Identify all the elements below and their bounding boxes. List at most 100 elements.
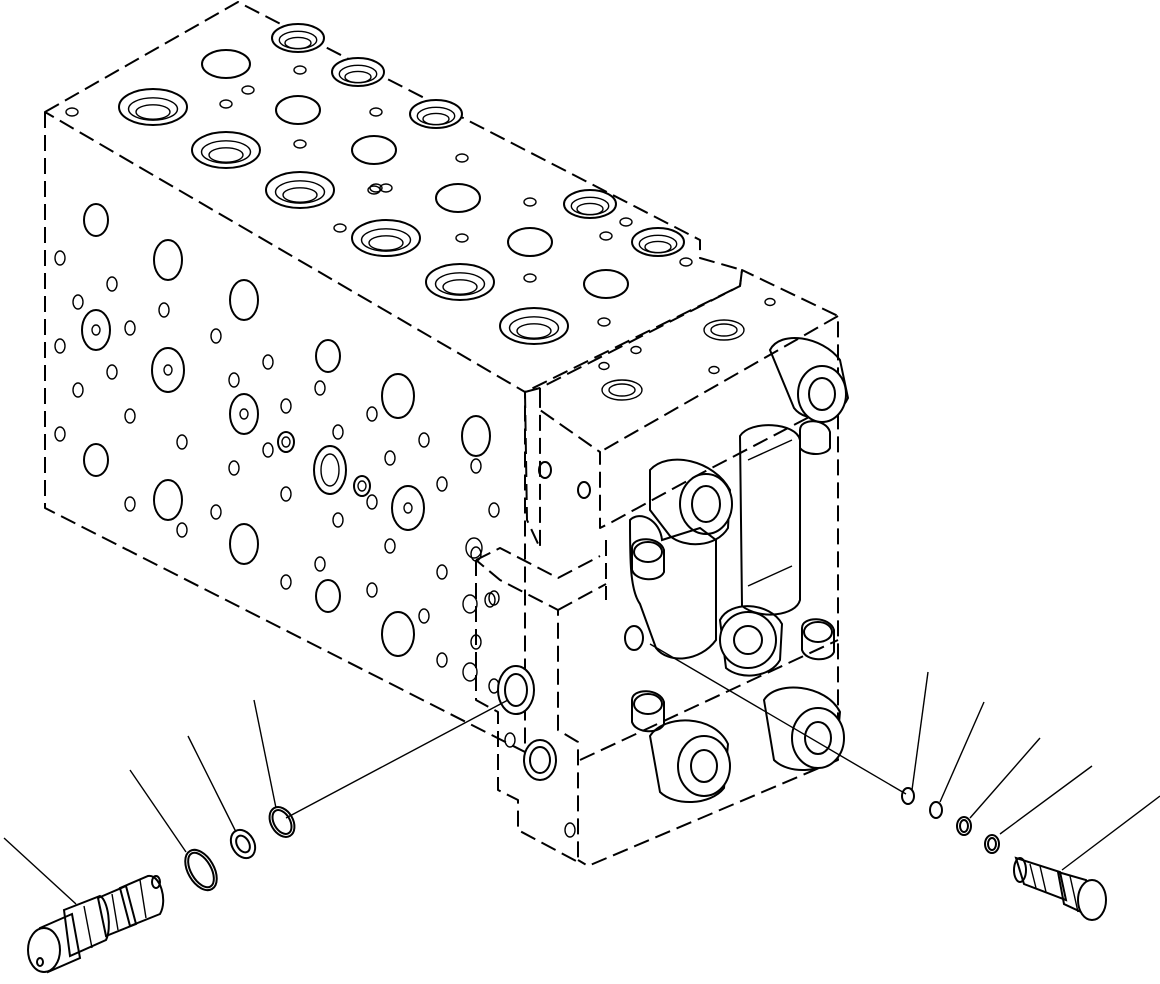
boss-lower-right [791,707,845,769]
o-ring-small-left [268,806,296,838]
counterbored-port [118,88,188,126]
counterbored-port [191,131,261,169]
top-port [507,227,553,257]
block-top-face [44,1,743,393]
pilot-hole [369,183,383,193]
side-small-hole [384,538,396,554]
side-small-hole [124,408,136,424]
side-small-hole [262,442,274,458]
side-port [83,443,109,477]
side-small-hole [436,476,448,492]
side-small-hole [384,450,396,466]
pilot-hole [455,153,469,163]
pilot-hole [369,107,383,117]
pilot-hole [367,185,381,195]
left-face-ports [54,203,500,694]
pilot-hole [679,257,693,267]
side-small-hole [124,496,136,512]
pilot-hole [219,99,233,109]
main-valve-block [44,1,839,867]
side-small-hole [106,276,118,292]
top-port [275,95,321,125]
side-small-hole [332,424,344,440]
side-small-hole [228,372,240,388]
counterbored-port [425,263,495,301]
pilot-hole [333,223,347,233]
side-small-hole [470,458,482,474]
side-small-hole [332,512,344,528]
side-small-hole [176,522,188,538]
pin-set [538,420,835,733]
side-small-hole [54,250,66,266]
side-small-hole [72,382,84,398]
side-small-hole [470,634,482,650]
cartridge-port [497,665,535,715]
side-port [153,239,183,281]
side-port [83,203,109,237]
side-port [381,373,415,419]
pilot-hole [241,85,255,95]
side-port-ring [81,309,111,351]
counterbored-port [351,219,421,257]
backup-ring-left [229,828,257,860]
boss-middle [679,473,733,535]
side-small-hole [158,302,170,318]
side-port [315,579,341,613]
right-section-features [462,297,850,838]
counterbored-port [331,57,385,87]
side-small-hole [366,582,378,598]
side-port [229,523,259,565]
pilot-hole [523,197,537,207]
side-small-hole [280,486,292,502]
side-port-ring [391,485,425,531]
pilot-hole [379,183,393,193]
counterbored-port [409,99,463,129]
pilot-hole [455,233,469,243]
block-lower-bracket [475,559,579,863]
side-small-hole [436,652,448,668]
side-small-hole [280,398,292,414]
side-small-hole [280,574,292,590]
side-port [229,279,259,321]
o-ring-right-3 [956,816,972,836]
side-small-hole [228,460,240,476]
side-port-ring [229,393,259,435]
boss-upper-right [797,365,847,423]
block-right-section [524,269,839,867]
side-main-port [313,445,347,495]
top-port [583,269,629,299]
side-small-hole [366,494,378,510]
side-small-hole [210,328,222,344]
counterbored-port [631,227,685,257]
side-port [315,339,341,373]
pilot-hole [599,231,613,241]
o-ring-right-1 [901,787,915,805]
side-small-hole [54,426,66,442]
side-small-hole [366,406,378,422]
pilot-hole [293,65,307,75]
counterbored-port [563,189,617,219]
counterbored-port [499,307,569,345]
o-ring-right-2 [929,801,943,819]
side-small-hole [124,320,136,336]
boss-lower-left [677,735,731,797]
counterbored-port [271,23,325,53]
side-small-hole [176,434,188,450]
plug-screw [1013,856,1107,921]
leader-lines [3,643,1160,905]
side-small-hole [314,380,326,396]
side-small-hole [418,432,430,448]
boss-lower-center [719,611,777,669]
side-small-hole [262,354,274,370]
side-small-hole [418,608,430,624]
o-ring-large [184,848,218,892]
top-port [351,135,397,165]
top-face-ports [65,23,693,345]
top-port [201,49,251,79]
side-small-hole [210,504,222,520]
side-small-hole [314,556,326,572]
pilot-hole [523,273,537,283]
side-port [153,479,183,521]
